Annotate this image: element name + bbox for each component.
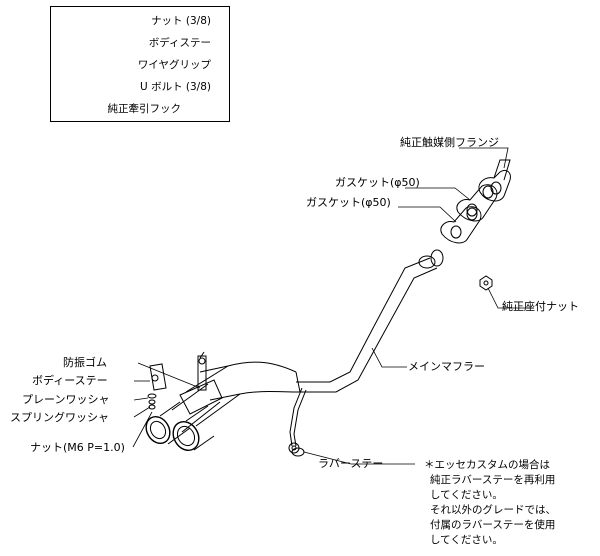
- tail-tips: [145, 401, 215, 452]
- note-line: 純正ラバーステーを再利用: [430, 474, 556, 486]
- gasket-2: [456, 184, 498, 222]
- label-main-muffler: メインマフラー: [408, 360, 485, 373]
- gasket-1: [440, 206, 482, 244]
- label-vibration-rubber: 防振ゴム: [63, 356, 107, 369]
- main-pipe: [296, 249, 444, 393]
- note-line: してください。: [430, 489, 503, 501]
- note-line: それ以外のグレードでは、: [430, 504, 556, 516]
- body-stay-bracket: [149, 355, 207, 391]
- inset-label-nut: ナット (3/8): [151, 15, 211, 27]
- inset-label-u-bolt: U ボルト (3/8): [140, 81, 211, 93]
- label-oem-seat-nut: 純正座付ナット: [502, 300, 579, 313]
- label-plain-washer: プレーンワッシャ: [22, 393, 110, 406]
- label-body-stay: ボディーステー: [32, 374, 108, 387]
- label-rubber-stay: ラバーステー: [318, 457, 384, 470]
- leader-lines: [132, 147, 534, 465]
- label-oem-flange: 純正触媒側フランジ: [400, 136, 499, 149]
- installation-note: ＊エッセカスタムの場合は 純正ラバーステーを再利用 してください。 それ以外のグ…: [424, 458, 556, 548]
- hanger-rod: [288, 387, 307, 454]
- muffler-body: [171, 361, 301, 433]
- inset-label-wire-grip: ワイヤグリップ: [137, 59, 211, 71]
- oem-flange: [478, 159, 511, 202]
- label-gasket-1: ガスケット(φ50): [335, 176, 420, 189]
- inset-label-body-stay: ボディステー: [148, 37, 211, 49]
- washer-stack: [147, 351, 206, 410]
- rubber-stay-part: [291, 447, 305, 457]
- oem-seat-nut: [479, 275, 493, 291]
- note-line: ＊エッセカスタムの場合は: [424, 459, 550, 471]
- label-nut-m6: ナット(M6 P=1.0): [30, 441, 125, 454]
- label-spring-washer: スプリングワッシャ: [10, 411, 109, 424]
- inset-label-hook: 純正牽引フック: [107, 103, 182, 115]
- label-gasket-2: ガスケット(φ50): [306, 196, 391, 209]
- note-line: 付属のラバーステーを使用: [430, 519, 556, 531]
- note-line: してください。: [430, 534, 503, 546]
- inset-box: ナット (3/8) ボディステー ワイヤグリップ U ボルト (3/8) 純正牽…: [50, 6, 230, 122]
